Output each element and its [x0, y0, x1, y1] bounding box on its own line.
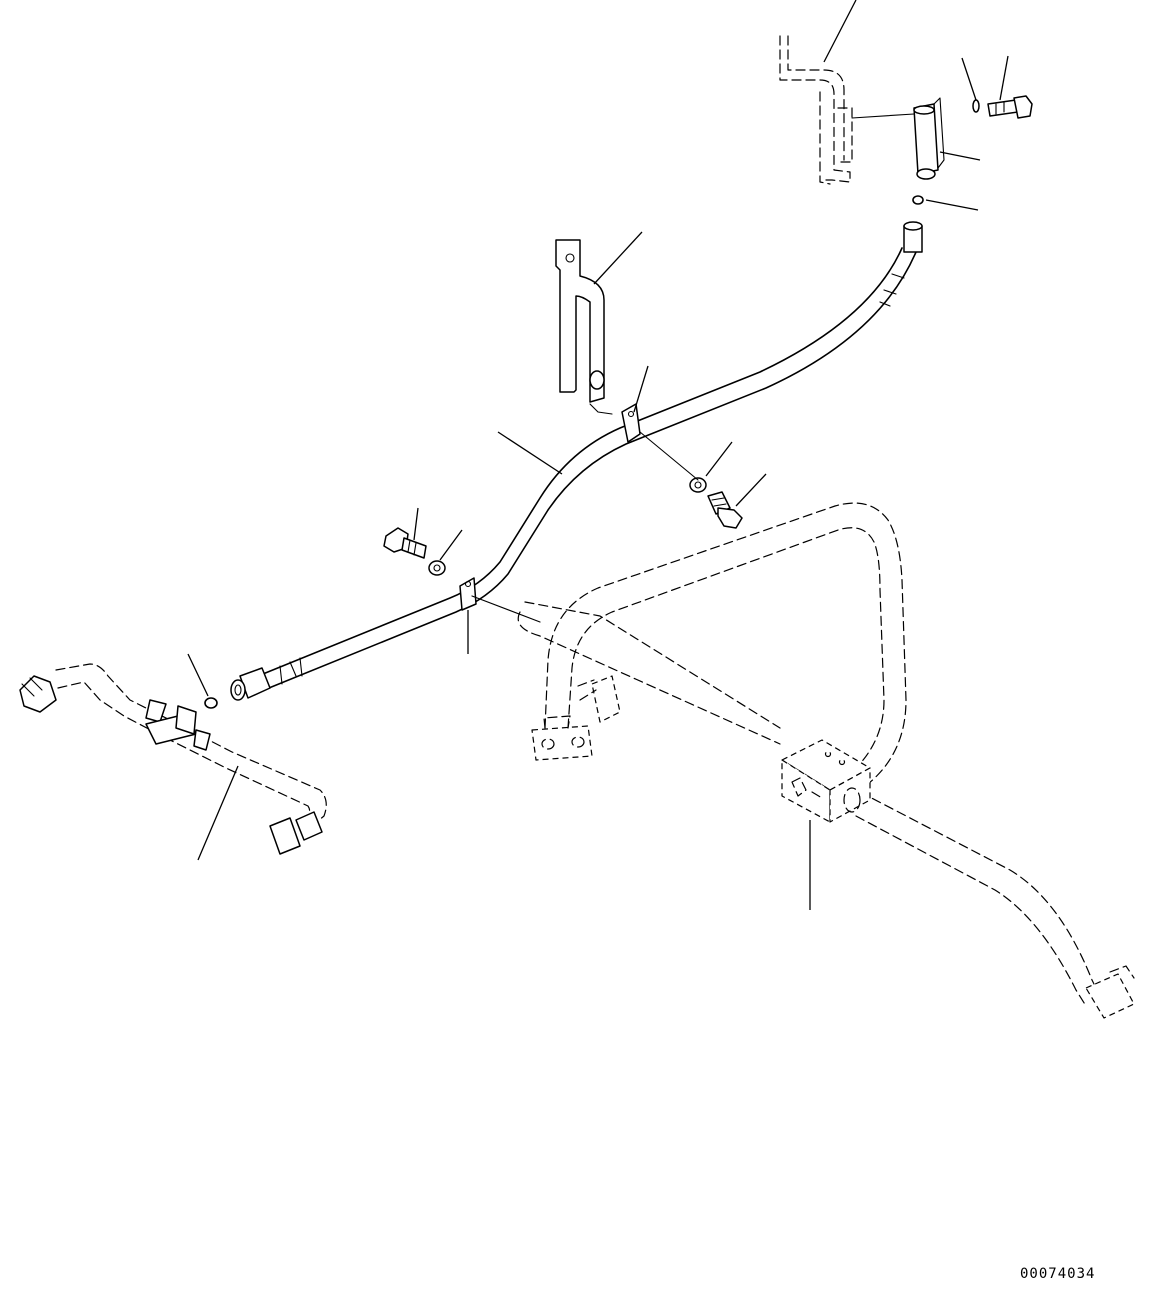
leader-washer-upper — [705, 441, 733, 477]
lower-right-pipe — [855, 791, 1135, 1019]
bolt-lower-clamp — [383, 527, 427, 559]
elbow-fitting — [577, 675, 621, 723]
hose-end-left — [230, 667, 271, 701]
leader-clamp-top — [939, 151, 981, 161]
top-bracket — [779, 35, 853, 185]
leader-bolt-upper — [735, 473, 767, 507]
leader-bolt-top — [999, 55, 1009, 101]
leader-top-bracket — [823, 0, 857, 63]
washer-top — [972, 99, 980, 113]
clamp-top — [913, 97, 945, 180]
bolt-upper-clamp — [707, 491, 743, 529]
washer-lower-clamp — [428, 560, 446, 576]
bracket-middle — [555, 239, 613, 415]
leader-clamp-mount — [851, 113, 915, 119]
flange-fitting — [531, 715, 593, 761]
leader-clamp-upper — [633, 365, 649, 413]
leader-clamp-bolt — [471, 595, 541, 623]
hose-end-top — [903, 221, 923, 253]
main-hose — [257, 247, 917, 691]
leader-o-ring-left — [187, 653, 209, 697]
left-tube — [19, 663, 327, 855]
leader-washer-lower — [439, 529, 463, 561]
o-ring-left — [204, 697, 218, 709]
clamp-upper — [621, 403, 641, 443]
leader-o-ring-top — [925, 199, 979, 211]
leader-lines — [187, 0, 1009, 910]
clamp-lower — [459, 577, 477, 611]
o-ring-top — [912, 195, 924, 205]
leader-left-tube — [197, 765, 239, 861]
leader-bracket-middle — [593, 231, 643, 285]
leader-main-hose — [497, 431, 563, 475]
bolt-top — [987, 95, 1033, 119]
leader-washer-top — [961, 57, 977, 101]
valve-block — [781, 739, 871, 823]
leader-bolt-lower — [413, 507, 419, 541]
leader-bracket-bolt — [639, 431, 699, 481]
drawing-code: 00074034 — [1020, 1266, 1096, 1282]
washer-upper-clamp — [689, 477, 707, 493]
frame-pipe-loop — [517, 502, 907, 791]
